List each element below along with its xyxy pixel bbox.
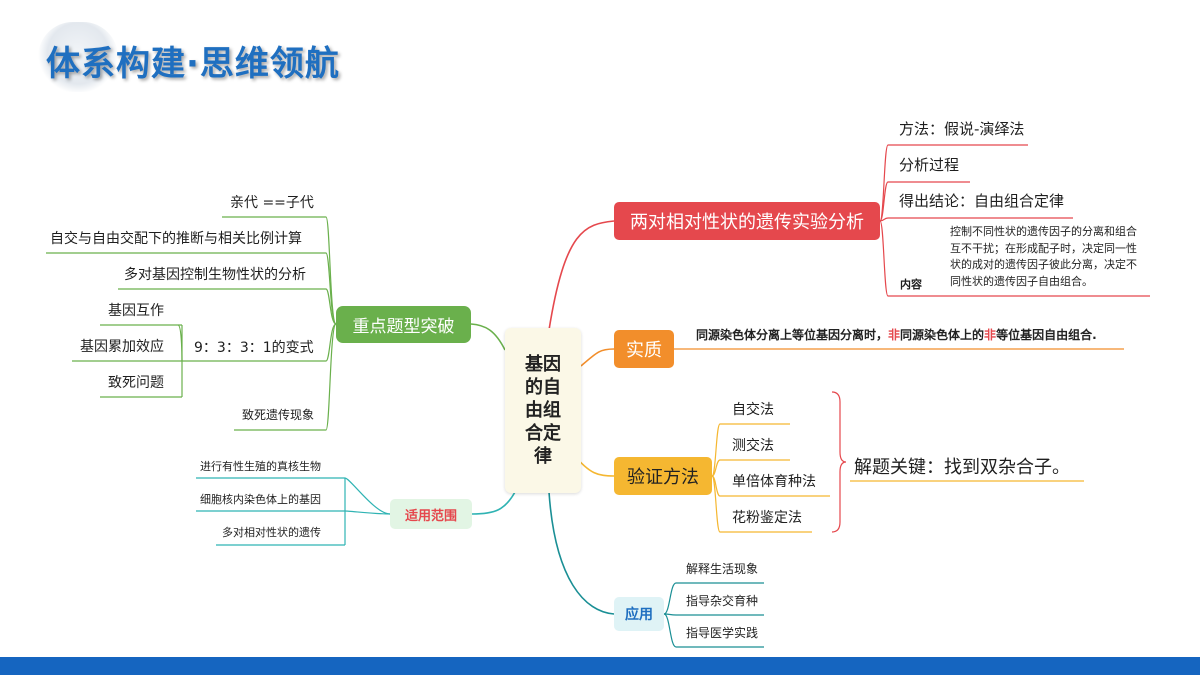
branch-key-types: 重点题型突破: [336, 306, 471, 343]
scope-item: 细胞核内染色体上的基因: [200, 493, 321, 506]
essence-text-b: 同源染色体上的: [900, 328, 985, 342]
branch-scope: 适用范围: [390, 499, 472, 529]
apply-item: 指导杂交育种: [686, 594, 759, 608]
essence-text-c: 等位基因自由组合.: [996, 328, 1097, 342]
branch-essence: 实质: [614, 330, 674, 368]
verify-bracket: [831, 391, 847, 533]
bottom-bar: [0, 657, 1200, 675]
experiment-method: 方法：假说-演绎法: [899, 120, 1025, 138]
title-decoration: [38, 22, 118, 92]
link-experiment: [548, 220, 615, 331]
center-label: 基因的自由组合定律: [525, 354, 561, 467]
verify-item: 单倍体育种法: [732, 474, 816, 490]
essence-text-a: 同源染色体分离上等位基因分离时，: [696, 328, 889, 342]
link-essence: [580, 348, 615, 367]
lethal-phenomenon: 致死遗传现象: [242, 408, 315, 422]
link-key-types: [470, 323, 506, 351]
variant-item: 基因累加效应: [80, 339, 164, 355]
variant-item: 基因互作: [108, 303, 164, 319]
experiment-analysis: 分析过程: [899, 156, 960, 174]
branch-experiment: 两对相对性状的遗传实验分析: [614, 202, 880, 240]
variant-item: 致死问题: [108, 375, 164, 391]
apply-item: 指导医学实践: [686, 626, 759, 640]
scope-item: 进行有性生殖的真核生物: [200, 460, 321, 473]
verify-item: 花粉鉴定法: [732, 510, 802, 526]
verify-key: 解题关键：找到双杂合子。: [854, 457, 1070, 478]
page-title: 体系构建·思维领航: [46, 44, 340, 84]
center-node: 基因的自由组合定律: [505, 328, 581, 493]
verify-item: 测交法: [732, 438, 774, 454]
branch-verify: 验证方法: [614, 457, 712, 495]
variant-label: 9：3：3：1的变式: [194, 340, 314, 356]
experiment-conclusion: 得出结论：自由组合定律: [899, 192, 1065, 210]
experiment-content-label: 内容: [900, 278, 922, 291]
apply-item: 解释生活现象: [686, 562, 759, 576]
essence-red-2: 非: [984, 328, 997, 342]
scope-item: 多对相对性状的遗传: [222, 526, 321, 539]
key-type-item: 自交与自由交配下的推断与相关比例计算: [50, 231, 302, 247]
key-type-item: 多对基因控制生物性状的分析: [124, 267, 306, 283]
experiment-content-text: 控制不同性状的遗传因子的分离和组合互不干扰；在形成配子时，决定同一性状的成对的遗…: [950, 225, 1137, 288]
key-type-item: 亲代 ==子代: [230, 195, 314, 211]
link-scope: [471, 491, 516, 515]
verify-item: 自交法: [732, 402, 774, 418]
link-apply: [548, 491, 615, 615]
essence-red-1: 非: [888, 328, 901, 342]
title-banner: 体系构建·思维领航: [38, 22, 418, 92]
branch-apply: 应用: [614, 597, 664, 631]
essence-text: 同源染色体分离上等位基因分离时，非同源染色体上的非等位基因自由组合.: [696, 326, 1097, 343]
